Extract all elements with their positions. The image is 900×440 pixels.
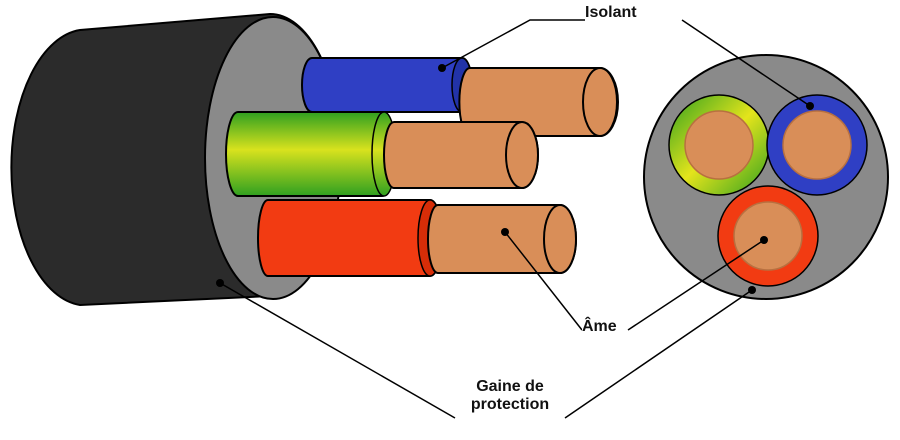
blue-conductor (301, 57, 619, 137)
leader-lines (219, 19, 811, 419)
pointer-dots (216, 64, 814, 294)
leader-gaine-right (564, 289, 753, 419)
label-isolant: Isolant (585, 4, 637, 22)
leader-ame (504, 231, 583, 331)
leader-gaine-left (219, 282, 456, 419)
label-gaine-line1: Gaine de (476, 378, 544, 395)
label-gaine-line2: protection (470, 396, 550, 413)
leader-isolant-right (681, 19, 811, 107)
green-yellow-conductor (225, 111, 539, 197)
red-conductor (257, 199, 577, 277)
cable-cross-section (643, 54, 889, 300)
leader-ame-right (627, 239, 765, 331)
label-gaine-de-protection: Gaine de protection (455, 378, 565, 414)
leader-isolant (441, 19, 585, 69)
label-ame: Âme (582, 318, 617, 336)
